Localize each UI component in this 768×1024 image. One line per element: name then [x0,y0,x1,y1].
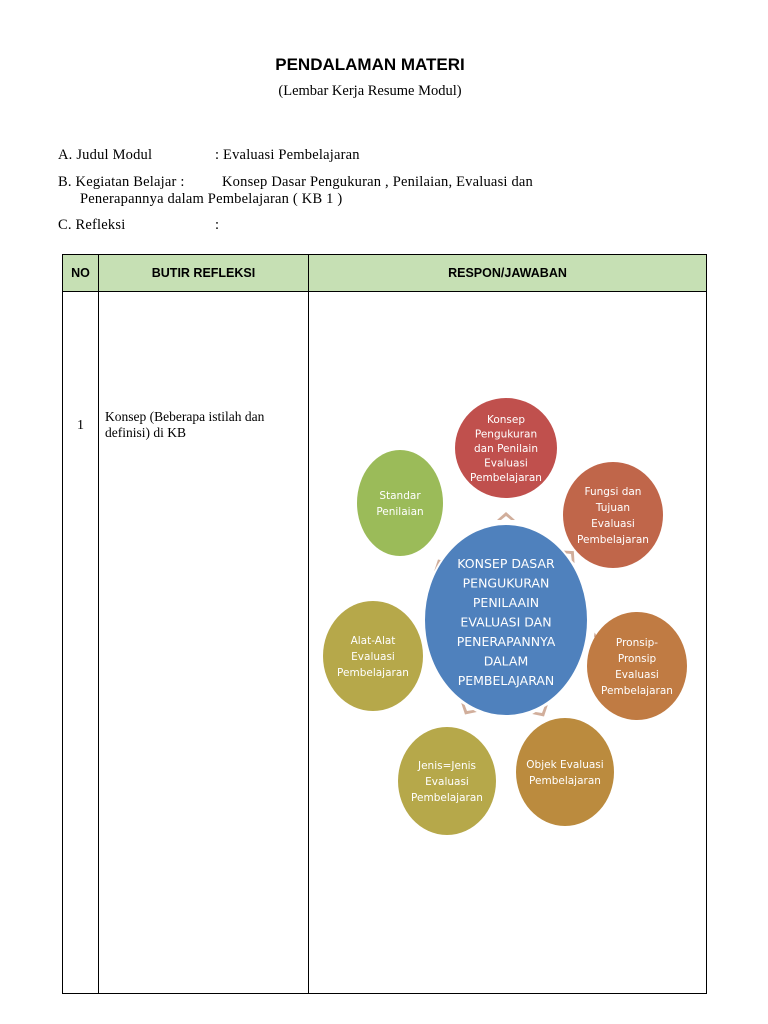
field-value: : Evaluasi Pembelajaran [215,147,360,163]
row-number: 1 [77,418,84,433]
field-label: A. Judul Modul [58,147,153,163]
field-value: : [215,217,220,233]
central-concept-node [423,523,589,717]
field-label: B. Kegiatan Belajar : [58,174,185,190]
cell-butir: Konsep (Beberapa istilah dan definisi) d… [98,291,309,994]
header-butir-refleksi: BUTIR REFLEKSI [98,254,309,292]
concept-node [455,398,557,498]
concept-node [357,450,443,556]
concept-node [516,718,614,826]
reflection-table: NO BUTIR REFLEKSI RESPON/JAWABAN 1 Konse… [62,254,707,994]
header-no: NO [62,254,99,292]
connector-arrow-icon [532,705,548,717]
concept-node [323,601,423,711]
field-label: C. Refleksi [58,217,126,233]
concept-node [563,462,663,568]
butir-text: Konsep (Beberapa istilah dan definisi) d… [105,409,265,440]
table-row: 1 Konsep (Beberapa istilah dan definisi)… [62,291,707,994]
page-subtitle: (Lembar Kerja Resume Modul) [278,83,462,99]
page-title: PENDALAMAN MATERI [275,55,465,74]
table-header-row: NO BUTIR REFLEKSI RESPON/JAWABAN [62,254,707,292]
concept-node [398,727,496,835]
connector-arrow-icon [497,512,515,520]
concept-node [587,612,687,720]
cell-no: 1 [62,291,99,994]
field-value-line2: Penerapannya dalam Pembelajaran ( KB 1 ) [80,191,343,207]
field-value-line1: Konsep Dasar Pengukuran , Penilaian, Eva… [222,174,534,190]
connector-arrow-icon [561,550,575,564]
header-respon-jawaban: RESPON/JAWABAN [308,254,707,292]
connector-arrow-icon [461,703,477,715]
